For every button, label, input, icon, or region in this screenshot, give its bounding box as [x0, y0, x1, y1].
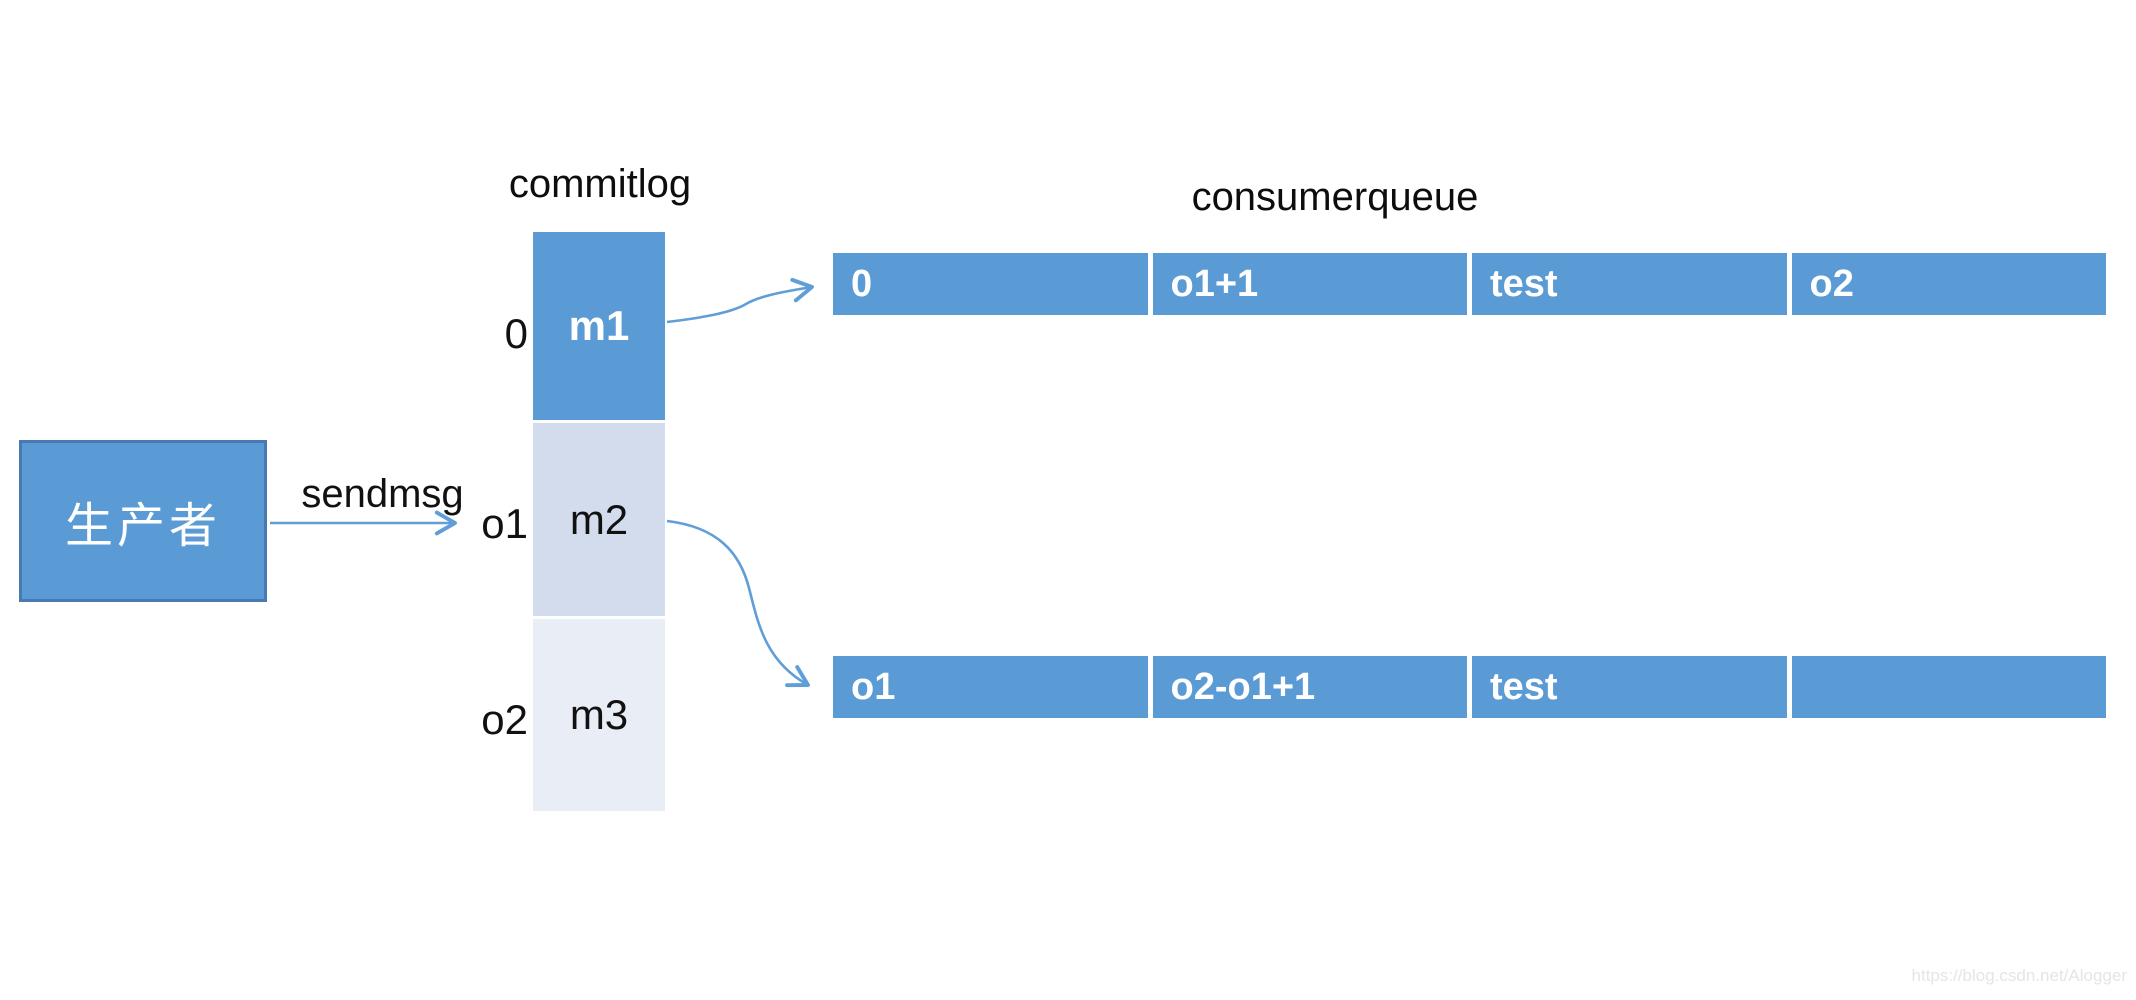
consumerqueue-row-1: 0 o1+1 test o2	[833, 253, 2106, 315]
commitlog-segment-m1: m1	[533, 232, 665, 420]
commitlog-offset-o1: o1	[481, 500, 528, 547]
commitlog-segment-m3: m3	[533, 619, 665, 811]
watermark-link: https://blog.csdn.net/Alogger	[1911, 966, 2127, 985]
queue2-cell-offset: o1	[833, 656, 1148, 718]
queue2-cell-size: o2-o1+1	[1152, 656, 1467, 718]
producer-label: 生产者	[64, 500, 221, 553]
commitlog-column: m1 m2 m3	[533, 232, 665, 811]
consumerqueue-title: consumerqueue	[1191, 175, 1479, 219]
queue2-cell-topic: test	[1472, 656, 1787, 718]
m1-to-queue1-arrow	[666, 277, 814, 324]
commitlog-title: commitlog	[508, 162, 692, 206]
queue1-cell-tag: o2	[1791, 253, 2106, 315]
commitlog-segment-m2: m2	[533, 423, 665, 616]
commitlog-offset-o2: o2	[481, 696, 528, 743]
queue1-cell-size: o1+1	[1152, 253, 1467, 315]
queue1-cell-topic: test	[1472, 253, 1787, 315]
queue2-cell-empty	[1791, 656, 2106, 718]
consumerqueue-row-2: o1 o2-o1+1 test	[833, 656, 2106, 718]
commitlog-offset-0: 0	[504, 310, 528, 357]
sendmsg-label: sendmsg	[301, 472, 464, 516]
queue1-cell-offset: 0	[833, 253, 1148, 315]
producer-box: 生产者	[19, 440, 267, 602]
m2-to-queue2-arrow	[666, 519, 810, 688]
